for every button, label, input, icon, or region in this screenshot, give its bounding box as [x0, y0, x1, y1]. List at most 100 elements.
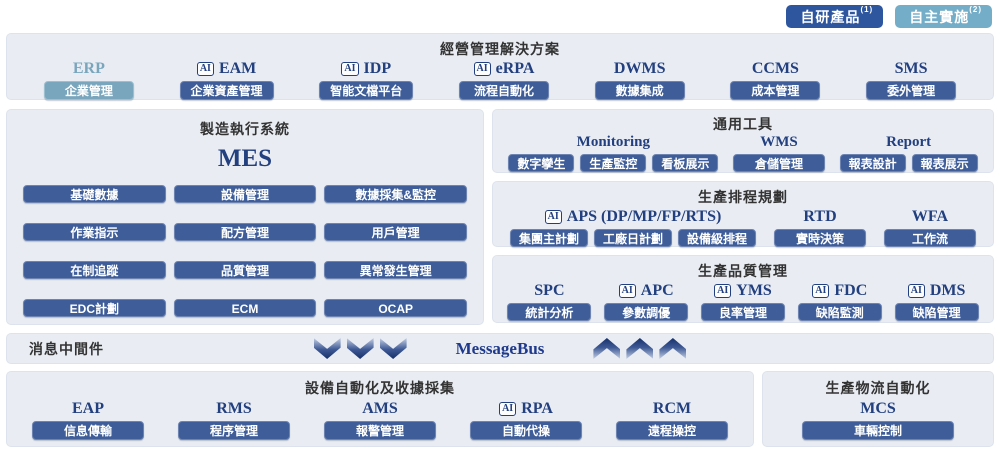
- message-bus-label: MessageBus: [455, 338, 545, 358]
- section-mes: 製造執行系統 MES 基礎數據設備管理數據採集&監控作業指示配方管理用戶管理在制…: [6, 109, 484, 325]
- product-acronym-label: EAM: [218, 60, 257, 77]
- module-pill: 基礎數據: [23, 185, 166, 203]
- module-pill: 看板展示: [652, 154, 719, 172]
- product-acronym: AI DMS: [907, 282, 966, 300]
- module-pill: 報表展示: [911, 154, 978, 172]
- product-acronym-label: RCM: [652, 400, 692, 417]
- product-acronym-label: RPA: [521, 400, 553, 417]
- chevron-down-icon: [379, 338, 407, 359]
- module-pill-row: 參數調優: [604, 303, 689, 321]
- module-pill: OCAP: [324, 299, 467, 317]
- module-pill-row: 統計分析: [507, 303, 592, 321]
- ai-badge: AI: [473, 62, 491, 76]
- module-pill: EDC計劃: [23, 299, 166, 317]
- module-pill: 數據集成: [594, 81, 685, 100]
- logistics-groups: MCS 車輛控制: [763, 400, 993, 440]
- module-pill: 信息傳輸: [32, 421, 144, 440]
- product-acronym-label: IDP: [363, 60, 392, 77]
- legend-self-developed-badge: 自研產品(1): [786, 5, 884, 28]
- legend: 自研產品(1) 自主實施(2): [786, 5, 992, 28]
- module-pill-row: 良率管理: [700, 303, 785, 321]
- section-title: 生產物流自動化: [825, 380, 931, 396]
- module-pill: 企業資產管理: [179, 81, 274, 100]
- product-acronym-label: SMS: [894, 60, 928, 77]
- product-acronym-label: RTD: [803, 208, 837, 225]
- module-pill: 良率管理: [700, 303, 785, 321]
- module-pill-row: 工作流: [884, 229, 976, 247]
- product-acronym: RCM: [653, 400, 691, 418]
- product-acronym: SMS: [895, 60, 928, 78]
- module-pill-row: 實時決策: [774, 229, 867, 247]
- product-group: MCS 車輛控制: [802, 400, 954, 440]
- product-group: EAP 信息傳輸: [32, 400, 144, 440]
- module-pill-row: 數字孿生生產監控看板展示: [508, 154, 719, 172]
- module-pill: 品質管理: [173, 261, 317, 279]
- section-title: 設備自動化及收據採集: [305, 380, 455, 396]
- legend-footnote: (1): [860, 5, 874, 14]
- business-product: DWMS 數據集成: [594, 60, 685, 100]
- product-acronym-label: APS (DP/MP/FP/RTS): [566, 208, 722, 225]
- section-title: 經營管理解決方案: [440, 41, 560, 57]
- module-pill-row: 報表設計報表展示: [839, 154, 978, 172]
- module-pill: 委外管理: [866, 81, 957, 100]
- business-product: SMS 委外管理: [866, 60, 957, 100]
- product-acronym: RTD: [803, 208, 836, 226]
- module-pill: ECM: [173, 299, 317, 317]
- product-acronym: SPC: [534, 282, 564, 300]
- product-group: Report 報表設計報表展示: [839, 133, 978, 172]
- product-acronym: MCS: [860, 400, 896, 418]
- module-pill: 工作流: [884, 229, 976, 247]
- product-group: SPC 統計分析: [507, 282, 592, 321]
- module-pill: 作業指示: [23, 223, 166, 241]
- module-pill: 自動代操: [470, 421, 582, 440]
- message-middleware-label: 消息中間件: [29, 340, 104, 357]
- section-title: 製造執行系統: [200, 121, 290, 137]
- chevron-up-icon: [626, 338, 654, 359]
- section-title: 通用工具: [713, 116, 773, 132]
- chevron-up-icon: [593, 338, 621, 359]
- product-acronym-label: DMS: [929, 282, 966, 299]
- module-pill: 遠程操控: [616, 421, 728, 440]
- product-acronym: EAP: [72, 400, 104, 418]
- module-pill-row: 車輛控制: [802, 421, 954, 440]
- product-acronym-label: ERP: [72, 60, 105, 77]
- product-acronym-label: DWMS: [613, 60, 666, 77]
- product-group: RCM 遠程操控: [616, 400, 728, 440]
- module-pill: 流程自動化: [458, 81, 549, 100]
- message-middleware-bar: 消息中間件 MessageBus: [6, 333, 994, 364]
- product-acronym: Report: [886, 133, 931, 151]
- module-pill: 程序管理: [178, 421, 290, 440]
- module-pill-row: 集團主計劃工廠日計劃設備級排程: [509, 229, 757, 247]
- module-pill: 異常發生管理: [324, 261, 467, 279]
- product-acronym-label: MCS: [860, 400, 896, 417]
- legend-label: 自研產品: [800, 9, 861, 25]
- module-pill-row: 信息傳輸: [32, 421, 144, 440]
- section-title: 生產排程規劃: [698, 189, 788, 205]
- ai-badge: AI: [907, 284, 925, 298]
- module-pill-row: 程序管理: [178, 421, 290, 440]
- module-pill: 數據採集&監控: [324, 185, 467, 203]
- mes-acronym: MES: [217, 145, 273, 172]
- module-pill: 集團主計劃: [509, 229, 588, 247]
- product-acronym-label: FDC: [834, 282, 868, 299]
- module-pill: 設備級排程: [678, 229, 757, 247]
- product-group: RTD 實時決策: [774, 208, 867, 247]
